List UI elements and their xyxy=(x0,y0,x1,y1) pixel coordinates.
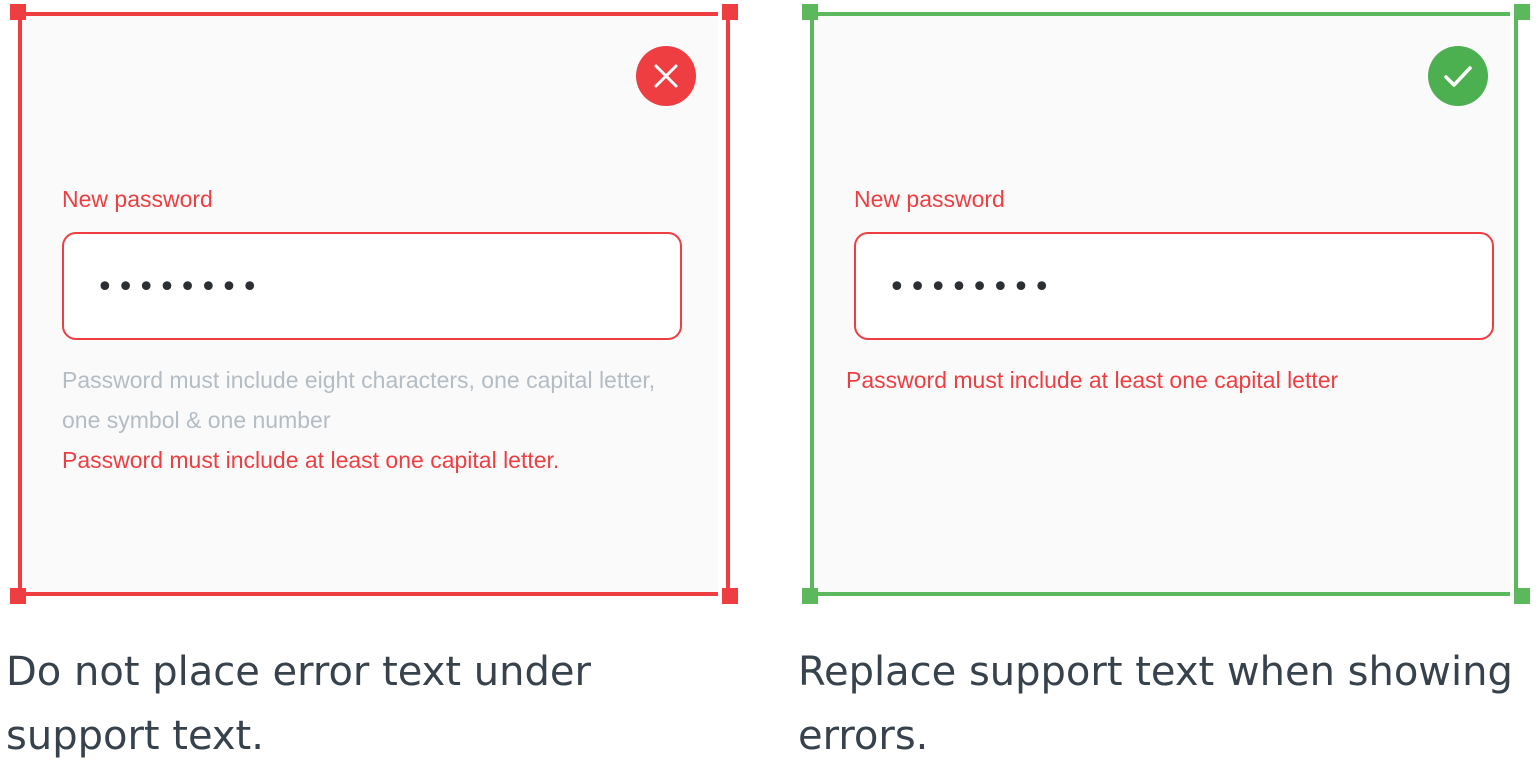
field-label: New password xyxy=(854,186,1005,212)
password-input[interactable]: •••••••• xyxy=(854,232,1494,340)
error-text: Password must include at least one capit… xyxy=(62,447,560,473)
password-input-value: •••••••• xyxy=(96,270,262,305)
frame-edge-top xyxy=(810,12,1510,16)
frame-edge-bottom xyxy=(18,592,718,596)
frame-edge-left xyxy=(18,14,22,594)
frame-corner-handle xyxy=(10,588,26,604)
frame-edge-right xyxy=(1514,14,1518,594)
frame-corner-handle xyxy=(802,4,818,20)
support-text: Password must include eight characters, … xyxy=(62,367,656,433)
field-label: New password xyxy=(62,186,213,212)
check-icon xyxy=(1428,46,1488,106)
frame-corner-handle xyxy=(1514,588,1530,604)
frame-corner-handle xyxy=(802,588,818,604)
frame-corner-handle xyxy=(1514,4,1530,20)
frame-edge-right xyxy=(726,14,730,594)
frame-corner-handle xyxy=(722,588,738,604)
frame-corner-handle xyxy=(722,4,738,20)
frame-edge-left xyxy=(810,14,814,594)
do-example-panel: New password •••••••• Password must incl… xyxy=(796,4,1530,604)
frame-edge-top xyxy=(18,12,718,16)
frame-corner-handle xyxy=(10,4,26,20)
dont-caption: Do not place error text under support te… xyxy=(6,649,591,759)
password-input-value: •••••••• xyxy=(888,270,1054,305)
close-icon xyxy=(636,46,696,106)
frame-edge-bottom xyxy=(810,592,1510,596)
dont-example-panel: New password •••••••• Password must incl… xyxy=(4,4,738,604)
password-input[interactable]: •••••••• xyxy=(62,232,682,340)
do-caption: Replace support text when showing errors… xyxy=(798,649,1513,759)
error-text: Password must include at least one capit… xyxy=(846,367,1339,393)
